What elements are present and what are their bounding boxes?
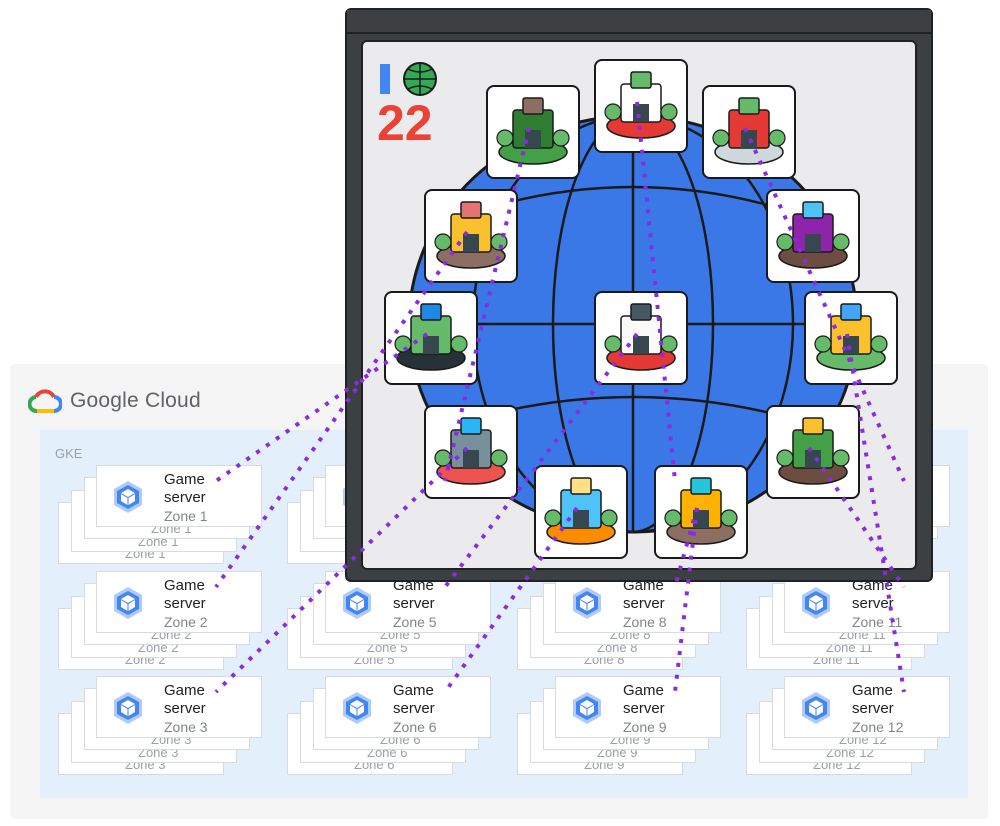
kubernetes-pod-icon <box>573 587 601 619</box>
game-window: 22 <box>345 8 933 582</box>
server-zone-label: Zone 9 <box>623 719 667 735</box>
kubernetes-pod-icon <box>343 692 371 724</box>
seashell-house-icon <box>534 465 628 559</box>
server-title-line1: Game <box>164 682 205 699</box>
kubernetes-pod-icon <box>114 587 142 619</box>
kubernetes-pod-icon <box>114 481 142 513</box>
google-cloud-brand: Google Cloud <box>28 386 201 416</box>
lighthouse-icon <box>594 59 688 153</box>
gke-label: GKE <box>55 446 83 461</box>
hot-air-balloon-icon <box>804 291 898 385</box>
campsite-icon <box>486 85 580 179</box>
server-zone-label: Zone 11 <box>852 614 903 630</box>
treehouse-icon <box>654 465 748 559</box>
server-zone-label: Zone 3 <box>164 719 208 735</box>
game-map: 22 <box>377 59 898 559</box>
server-title-line2: server <box>623 700 665 717</box>
server-zone-label: Zone 6 <box>393 719 437 735</box>
game-window-titlebar <box>347 10 931 34</box>
server-zone-label: Zone 8 <box>623 614 667 630</box>
server-title-line1: Game <box>164 471 205 488</box>
autumn-village-icon <box>424 189 518 283</box>
server-zone-label: Zone 1 <box>164 508 208 524</box>
android-workshop-icon <box>384 291 478 385</box>
server-title-line1: Game <box>393 682 434 699</box>
server-title-line2: server <box>852 595 894 612</box>
server-title-line2: server <box>164 489 206 506</box>
kubernetes-pod-icon <box>802 587 830 619</box>
server-zone-label: Zone 12 <box>852 719 904 735</box>
server-title-line2: server <box>393 595 435 612</box>
server-zone-label: Zone 2 <box>164 614 208 630</box>
server-title-line2: server <box>852 700 894 717</box>
server-zone-label: Zone 5 <box>393 614 437 630</box>
server-title-line2: server <box>164 700 206 717</box>
map-pin-office-icon <box>702 85 796 179</box>
server-title-line1: Game <box>852 682 893 699</box>
google-cloud-logo-icon <box>28 389 62 413</box>
server-title-line2: server <box>393 700 435 717</box>
kubernetes-pod-icon <box>114 692 142 724</box>
game-screen: 22 <box>361 40 917 570</box>
volcano-island-icon <box>766 405 860 499</box>
server-title-line2: server <box>623 595 665 612</box>
kubernetes-pod-icon <box>802 692 830 724</box>
io-22-text: 22 <box>377 95 433 151</box>
server-title-line1: Game <box>164 577 205 594</box>
kubernetes-pod-icon <box>573 692 601 724</box>
stage-tent-icon <box>594 291 688 385</box>
google-cloud-wordmark: Google Cloud <box>70 389 201 412</box>
io-22-logo: 22 <box>377 62 437 151</box>
server-title-line2: server <box>164 595 206 612</box>
shop-building-icon <box>424 405 518 499</box>
kubernetes-pod-icon <box>343 587 371 619</box>
pirate-ship-icon <box>766 189 860 283</box>
server-title-line1: Game <box>623 682 664 699</box>
